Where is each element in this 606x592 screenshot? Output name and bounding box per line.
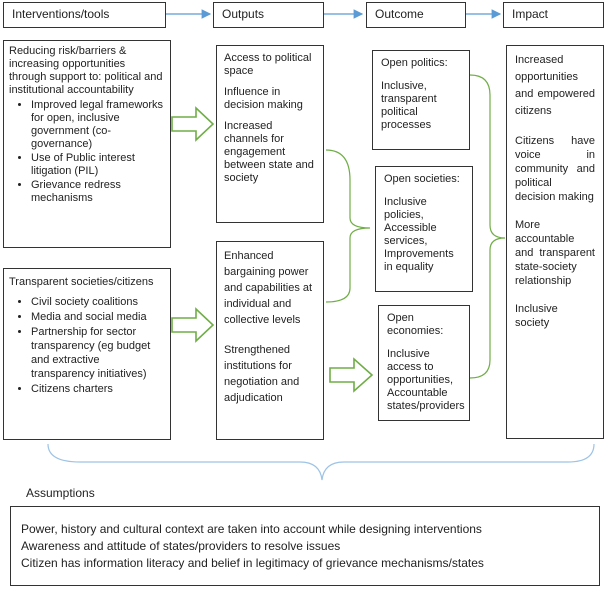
outcome-body-economies: Inclusive access to opportunities, Accou… [387, 348, 465, 412]
outputs-box-political-space: Access to political space Influence in d… [216, 45, 324, 223]
impact-box: Increased opportunities and empowered ci… [506, 45, 604, 439]
outcome-box-open-politics: Open politics: Inclusive, transparent po… [372, 50, 470, 150]
impact-item: Citizens have voice in community and pol… [515, 135, 595, 203]
outcome-title-economies: Open economies: [387, 312, 444, 337]
interventions-list-accountability: Improved legal frameworks for open, incl… [9, 99, 165, 205]
outcome-title-societies: Open societies: [384, 173, 460, 185]
header-outcome-label: Outcome [375, 7, 424, 21]
interventions-box-accountability: Reducing risk/barriers & increasing oppo… [3, 40, 171, 248]
outcome-box-open-economies: Open economies: Inclusive access to oppo… [378, 305, 470, 421]
impact-item: Inclusive society [515, 303, 558, 329]
outputs-box-bargaining-power: Enhanced bargaining power and capabiliti… [216, 241, 324, 440]
output-item: Access to political space [224, 52, 312, 77]
interventions-list-transparency: Civil society coalitions Media and socia… [9, 295, 165, 396]
output-brace [325, 149, 371, 303]
header-impact-label: Impact [512, 7, 549, 21]
list-item: Partnership for sector transparency (eg … [31, 325, 165, 381]
assumptions-box: Power, history and cultural context are … [10, 506, 600, 586]
header-impact: Impact [503, 2, 604, 28]
header-interventions-label: Interventions/tools [12, 7, 110, 21]
green-arrow-2 [171, 307, 215, 343]
outcome-box-open-societies: Open societies: Inclusive policies, Acce… [375, 166, 473, 292]
green-arrow-1 [171, 106, 215, 142]
interventions-box-transparency: Transparent societies/citizens Civil soc… [3, 268, 171, 440]
list-item: Media and social media [31, 310, 165, 324]
outcome-body-societies: Inclusive policies, Accessible services,… [384, 196, 454, 273]
outcome-title-politics: Open politics: [381, 57, 448, 69]
impact-item: Increased opportunities and empowered ci… [515, 54, 595, 117]
assumption-item: Power, history and cultural context are … [21, 522, 482, 536]
output-item: Influence in decision making [224, 86, 303, 111]
assumption-item: Citizen has information literacy and bel… [21, 556, 484, 570]
list-item: Grievance redress mechanisms [31, 179, 165, 205]
header-outcome: Outcome [366, 2, 466, 28]
header-outputs: Outputs [213, 2, 324, 28]
output-item: Strengthened institutions for negotiatio… [224, 344, 300, 404]
list-item: Use of Public interest litigation (PIL) [31, 152, 165, 178]
output-item: Increased channels for engagement betwee… [224, 120, 314, 184]
list-item: Civil society coalitions [31, 295, 165, 309]
assumption-brace [47, 443, 595, 481]
assumptions-label: Assumptions [26, 486, 95, 500]
impact-item: More accountable and transparent state-s… [515, 219, 595, 287]
list-item: Citizens charters [31, 382, 165, 396]
list-item: Improved legal frameworks for open, incl… [31, 99, 165, 151]
green-arrow-3 [329, 357, 374, 393]
interventions-intro-transparency: Transparent societies/citizens [9, 276, 154, 288]
outcome-body-politics: Inclusive, transparent political process… [381, 80, 437, 131]
outcome-brace [469, 74, 506, 379]
assumption-item: Awareness and attitude of states/provide… [21, 539, 341, 553]
output-item: Enhanced bargaining power and capabiliti… [224, 250, 313, 326]
interventions-intro-accountability: Reducing risk/barriers & increasing oppo… [9, 45, 163, 96]
header-outputs-label: Outputs [222, 7, 265, 21]
header-interventions: Interventions/tools [3, 2, 166, 28]
